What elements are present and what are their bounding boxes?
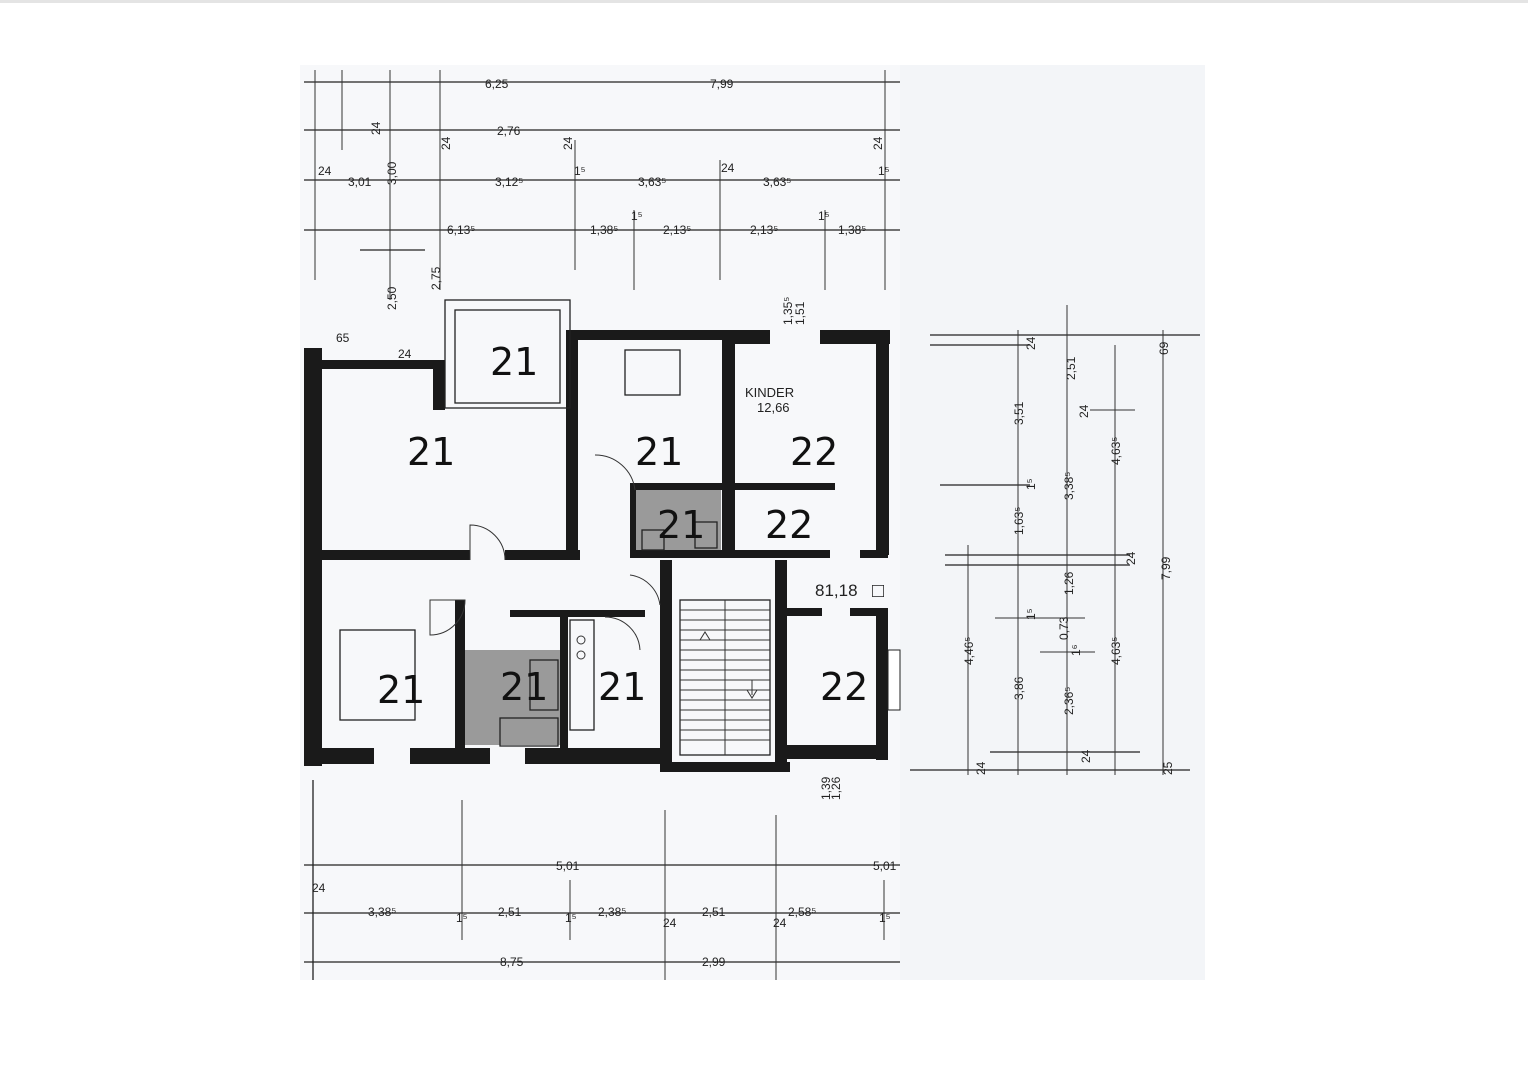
- dimension-label-bottom: 1,39: [819, 776, 833, 800]
- total-area-symbol: □: [872, 580, 884, 602]
- dimension-label-right: 69: [1157, 341, 1171, 355]
- bathroom-tiles-2: [465, 650, 560, 745]
- dimension-label-right: 4,46⁵: [962, 637, 976, 665]
- dimension-labels: 6,25 7,99 24 2,76 24 24 24 24 3,01 3,00 3,12⁵ 1⁵ 3,6…: [312, 77, 1175, 969]
- room-labels: 21 21 21 21 21 21 21 22 22 22 KINDER 12,…: [377, 340, 884, 712]
- dimension-label-top: 1⁵: [818, 209, 830, 223]
- dimension-label-right: 1⁶: [1069, 644, 1083, 656]
- room-21-balcony: 21: [490, 340, 538, 384]
- room-21-living: 21: [407, 430, 455, 474]
- dimension-label-top: 24: [439, 136, 453, 150]
- dimension-label-bottom: 1⁵: [456, 911, 468, 925]
- dimension-label-bottom: 8,75: [500, 955, 524, 969]
- dimension-label-right: 24: [1124, 551, 1138, 565]
- dimension-label-right: 1⁵: [1024, 478, 1038, 490]
- dimension-label-right: 1,63⁵: [1012, 507, 1026, 535]
- room-21-kitchen: 21: [598, 665, 646, 709]
- dimension-label-right: 24: [974, 761, 988, 775]
- room-21-kitchen-top: 21: [635, 430, 683, 474]
- dimension-label-top: 2,75: [429, 266, 443, 290]
- dimension-label-top: 1,38⁵: [838, 223, 866, 237]
- dimension-label-top: 6,13⁵: [447, 223, 475, 237]
- dimension-label-right: 24: [1077, 404, 1091, 418]
- dimension-lines: [304, 70, 1200, 980]
- fixtures: [339, 299, 901, 747]
- staircase: [679, 599, 771, 756]
- dimension-label-right: 3,38⁵: [1062, 472, 1076, 500]
- dimension-label-bottom: 2,38⁵: [598, 905, 626, 919]
- dimension-label-bottom: 5,01: [556, 859, 580, 873]
- scan-top-edge: [0, 0, 1528, 3]
- dimension-label-top: 3,12⁵: [495, 175, 523, 189]
- dimension-label-top: 2,13⁵: [663, 223, 691, 237]
- room-22-kinder: 22: [790, 430, 838, 474]
- dimension-label-bottom: 5,01: [873, 859, 897, 873]
- dimension-label-bottom: 3,38⁵: [368, 905, 396, 919]
- dimension-label-top: 1,38⁵: [590, 223, 618, 237]
- dimension-label-right: 4,63⁵: [1109, 437, 1123, 465]
- dimension-label-top: 3,01: [348, 175, 372, 189]
- dimension-label-top: 1⁵: [878, 164, 890, 178]
- dimension-label-right: 2,36⁵: [1062, 687, 1076, 715]
- room-21-bedroom: 21: [377, 668, 425, 712]
- dimension-label-right: 24: [1024, 336, 1038, 350]
- dimension-label-bottom: 2,51: [498, 905, 522, 919]
- dimension-label-bottom: 24: [663, 916, 677, 930]
- dimension-label-bottom: 2,99: [702, 955, 726, 969]
- dimension-label-top: 3,00: [385, 161, 399, 185]
- kinder-label: KINDER: [745, 385, 794, 400]
- dimension-label-top: 24: [561, 136, 575, 150]
- scan-area: [300, 65, 900, 980]
- dimension-label-right: 24: [1079, 749, 1093, 763]
- dimension-label-right: 2,51: [1064, 356, 1078, 380]
- dimension-label-top: 65: [336, 331, 350, 345]
- dimension-label-top: 24: [871, 136, 885, 150]
- dimension-label-top: 2,76: [497, 124, 521, 138]
- dimension-label-bottom: 1⁵: [565, 911, 577, 925]
- dimension-label-bottom: 1⁵: [879, 911, 891, 925]
- dimension-label-top: 24: [721, 161, 735, 175]
- dimension-label-right: 25: [1161, 761, 1175, 775]
- dimension-label-right: 1⁵: [1024, 608, 1038, 620]
- room-22-bottom: 22: [820, 665, 868, 709]
- room-22-small: 22: [765, 503, 813, 547]
- dimension-label-top: 1⁵: [631, 209, 643, 223]
- total-area: 81,18: [815, 581, 858, 600]
- dimension-label-top: 6,25: [485, 77, 509, 91]
- dimension-label-bottom: 2,58⁵: [788, 905, 816, 919]
- dimension-label-bottom: 24: [773, 916, 787, 930]
- dimension-label-top: 24: [369, 121, 383, 135]
- dimension-label-top: 2,50: [385, 286, 399, 310]
- dimension-label-top: 24: [398, 347, 412, 361]
- scan-area-right: [900, 65, 1205, 980]
- room-21-bath: 21: [500, 665, 548, 709]
- walls: [304, 330, 890, 772]
- dimension-label-top: 24: [318, 164, 332, 178]
- dimension-label-top: 3,63⁵: [638, 175, 666, 189]
- dimension-label-right: 7,99: [1159, 556, 1173, 580]
- dimension-label-top: 3,63⁵: [763, 175, 791, 189]
- dimension-label-top: 1,35⁵: [781, 297, 795, 325]
- kinder-area: 12,66: [757, 400, 790, 415]
- dimension-label-right: 1,26: [1062, 571, 1076, 595]
- dimension-label-bottom: 1,26: [829, 776, 843, 800]
- dimension-label-top: 2,13⁵: [750, 223, 778, 237]
- dimension-label-top: 7,99: [710, 77, 734, 91]
- bathroom-tiles: [636, 490, 721, 550]
- dimension-label-bottom: 2,51: [702, 905, 726, 919]
- dimension-label-right: 4,63⁵: [1109, 637, 1123, 665]
- dimension-label-top: 1,51: [793, 301, 807, 325]
- room-21-bath-top: 21: [657, 503, 705, 547]
- dimension-label-right: 0,73: [1057, 616, 1071, 640]
- dimension-label-top: 1⁵: [574, 164, 586, 178]
- dimension-label-bottom: 24: [312, 881, 326, 895]
- dimension-label-right: 3,86: [1012, 676, 1026, 700]
- dimension-label-right: 3,51: [1012, 401, 1026, 425]
